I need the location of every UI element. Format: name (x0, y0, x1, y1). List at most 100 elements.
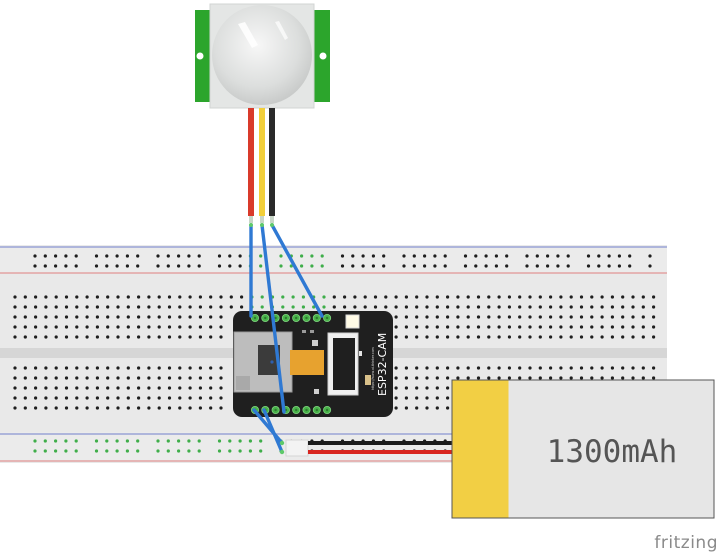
wire-end (279, 440, 285, 446)
breadboard-hole (167, 335, 172, 339)
header-pin-hole (325, 408, 329, 412)
breadboard-hole (13, 376, 17, 380)
breadboard-hole (404, 295, 408, 299)
breadboard-hole (631, 366, 635, 370)
breadboard-hole (497, 366, 501, 370)
breadboard-hole (116, 335, 120, 339)
breadboard-hole (597, 254, 601, 258)
breadboard-hole (44, 305, 48, 309)
breadboard-hole (456, 315, 460, 319)
breadboard-hole (610, 325, 615, 329)
breadboard-hole (178, 305, 182, 309)
breadboard-hole (157, 396, 161, 400)
breadboard-hole (136, 449, 140, 453)
breadboard-hole (559, 295, 563, 299)
breadboard-hole (617, 264, 622, 268)
breadboard-hole (116, 396, 120, 400)
breadboard-hole (260, 295, 264, 299)
breadboard-hole (137, 295, 141, 299)
breadboard-hole (33, 254, 37, 258)
breadboard-hole (384, 305, 388, 309)
breadboard-hole (463, 254, 468, 258)
header-pin-hole (274, 408, 277, 412)
breadboard-hole (322, 305, 326, 309)
breadboard-hole (528, 295, 532, 299)
breadboard-hole (617, 254, 622, 258)
breadboard-hole (631, 305, 635, 309)
breadboard-hole (147, 325, 151, 329)
breadboard-hole (209, 335, 213, 339)
breadboard-hole (394, 396, 398, 400)
breadboard-hole (178, 295, 182, 299)
breadboard-hole (156, 254, 160, 258)
breadboard-hole (590, 295, 594, 299)
breadboard-hole (125, 439, 129, 443)
header-pin-hole (284, 316, 288, 320)
breadboard-hole (136, 254, 140, 258)
breadboard-hole (559, 315, 563, 319)
breadboard-hole (105, 264, 109, 268)
breadboard-hole (628, 264, 632, 268)
breadboard-hole (198, 305, 202, 309)
breadboard-hole (229, 305, 233, 309)
breadboard-hole (217, 439, 222, 443)
breadboard-hole (340, 264, 345, 268)
breadboard-hole (197, 439, 201, 443)
breadboard-hole (610, 295, 615, 299)
breadboard-hole (569, 305, 573, 309)
breadboard-hole (147, 315, 151, 319)
breadboard-hole (590, 315, 594, 319)
breadboard-hole (54, 366, 58, 370)
breadboard-hole (371, 264, 375, 268)
breadboard-hole (322, 295, 326, 299)
breadboard-hole (518, 325, 522, 329)
breadboard-hole (219, 406, 223, 410)
pir-lead-gnd (269, 108, 275, 216)
breadboard-hole (43, 449, 47, 453)
breadboard-hole (621, 335, 625, 339)
breadboard-hole (13, 295, 17, 299)
breadboard-hole (538, 335, 542, 339)
breadboard-hole (238, 264, 242, 268)
breadboard-hole (518, 315, 522, 319)
breadboard-hole (198, 295, 202, 299)
header-pin-hole (253, 316, 257, 320)
breadboard-hole (64, 315, 69, 319)
breadboard-hole (95, 406, 99, 410)
breadboard-hole (353, 295, 357, 299)
breadboard-hole (54, 396, 58, 400)
breadboard-hole (569, 295, 573, 299)
breadboard-hole (415, 396, 419, 400)
breadboard-hole (85, 366, 89, 370)
breadboard-hole (528, 315, 532, 319)
breadboard-hole (54, 376, 58, 380)
wire-end (260, 223, 264, 227)
breadboard-hole (125, 264, 129, 268)
breadboard-hole (394, 386, 398, 390)
breadboard-hole (289, 264, 293, 268)
breadboard-hole (44, 386, 48, 390)
breadboard-hole (197, 254, 201, 258)
breadboard-hole (178, 376, 182, 380)
battery-lead-negative (308, 441, 454, 445)
breadboard-hole (528, 325, 532, 329)
breadboard-hole (507, 376, 511, 380)
breadboard-hole (106, 325, 110, 329)
breadboard-hole (85, 315, 89, 319)
breadboard-hole (332, 305, 336, 309)
breadboard-hole (75, 386, 79, 390)
breadboard-hole (260, 305, 264, 309)
breadboard-hole (361, 264, 365, 268)
breadboard-hole (518, 305, 522, 309)
breadboard-hole (23, 396, 27, 400)
breadboard-hole (559, 335, 563, 339)
breadboard-hole (44, 366, 48, 370)
breadboard-hole (209, 396, 213, 400)
breadboard-hole (157, 376, 161, 380)
breadboard-hole (549, 295, 553, 299)
breadboard-hole (610, 305, 615, 309)
breadboard-hole (157, 295, 161, 299)
breadboard-hole (125, 254, 129, 258)
breadboard-hole (229, 295, 233, 299)
pir-mount-hole-left (196, 52, 204, 60)
